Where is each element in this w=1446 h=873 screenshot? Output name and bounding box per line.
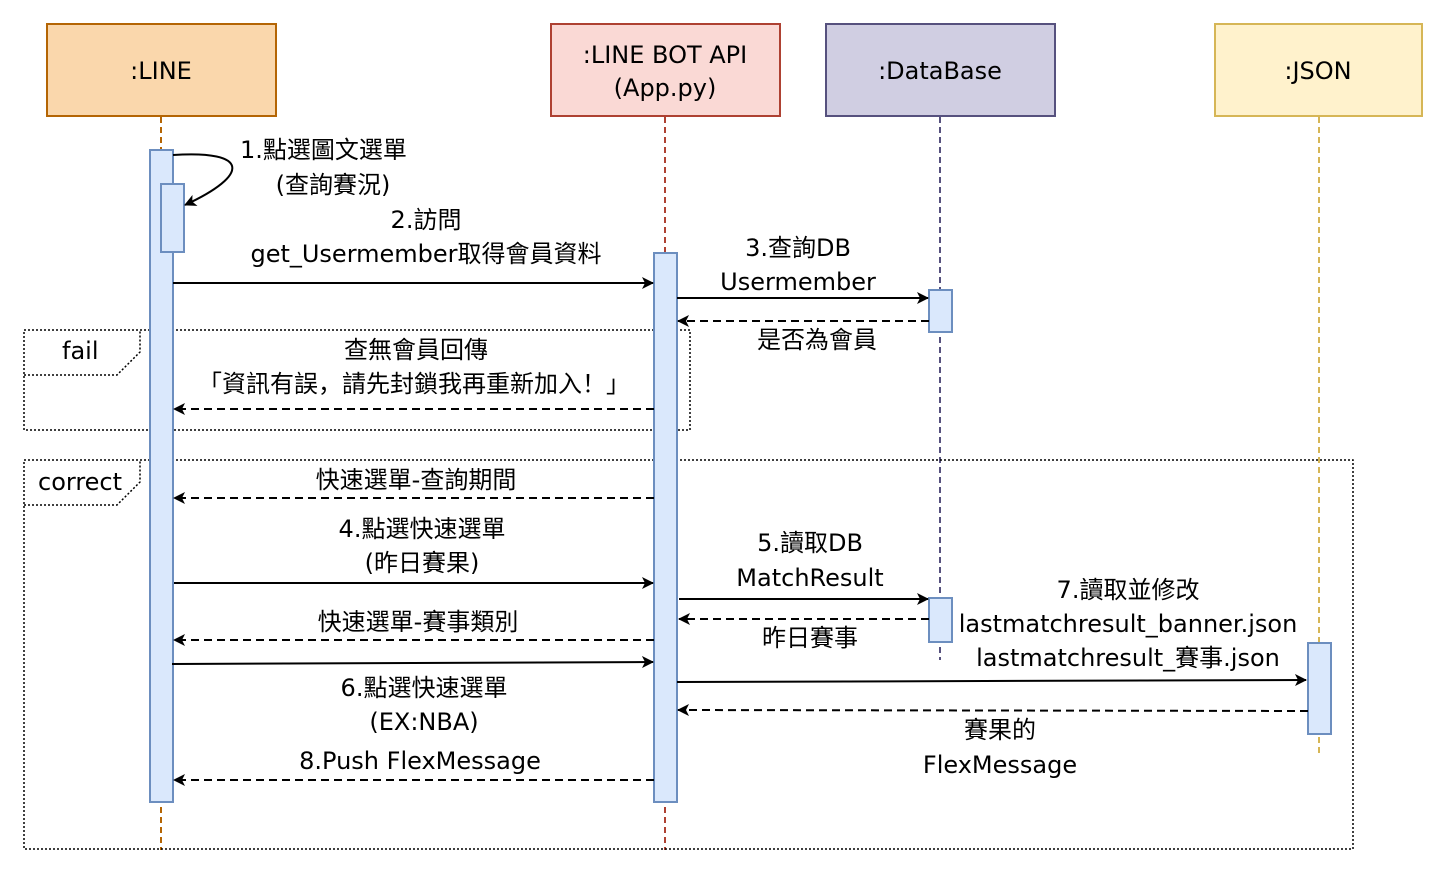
fragment-correct: correct — [23, 459, 1354, 850]
message-7-sublabel-1: lastmatchresult_banner.json — [959, 610, 1298, 638]
fragment-fail: fail — [23, 329, 691, 431]
message-5-sublabel: MatchResult — [736, 564, 883, 592]
message-4-label: 4.點選快速選單 — [339, 515, 506, 543]
message-3-label: 3.查詢DB — [745, 234, 851, 262]
message-3-sublabel: Usermember — [720, 268, 876, 296]
message-7-return-label: 賽果的 — [964, 716, 1036, 744]
message-8-label: 8.Push FlexMessage — [299, 747, 541, 775]
message-fail-sublabel: 「資訊有誤，請先封鎖我再重新加入！」 — [198, 370, 630, 398]
message-7-return-sublabel: FlexMessage — [923, 751, 1077, 779]
activation-api-main — [653, 252, 678, 803]
message-7-label: 7.讀取並修改 — [1057, 576, 1200, 604]
fragment-fail-label: fail — [62, 337, 99, 365]
participant-api-sublabel: (App.py) — [614, 74, 717, 102]
participant-line: :LINE — [46, 23, 277, 117]
message-7-sublabel-2: lastmatchresult_賽事.json — [976, 644, 1280, 672]
message-1-label: 1.點選圖文選單 — [240, 136, 407, 164]
message-1-sublabel: (查詢賽況) — [276, 171, 391, 199]
participant-api-label: :LINE BOT API — [583, 41, 747, 69]
participant-line-label: :LINE — [130, 57, 192, 85]
quick-reply-2-label: 快速選單-賽事類別 — [318, 608, 519, 636]
message-7-return-arrow — [677, 704, 1309, 717]
message-5-return-label: 昨日賽事 — [762, 624, 858, 652]
quick-reply-1-label: 快速選單-查詢期間 — [316, 466, 517, 494]
message-5-label: 5.讀取DB — [757, 529, 863, 557]
message-6-label: 6.點選快速選單 — [341, 674, 508, 702]
message-3-return-label: 是否為會員 — [757, 326, 877, 354]
activation-json — [1307, 642, 1332, 735]
participant-api: :LINE BOT API (App.py) — [550, 23, 781, 117]
participant-db-label: :DataBase — [878, 57, 1002, 85]
participant-json: :JSON — [1214, 23, 1423, 117]
participant-db: :DataBase — [825, 23, 1056, 117]
message-2-label: 2.訪問 — [391, 206, 462, 234]
activation-db-2 — [928, 597, 953, 643]
activation-db-1 — [928, 289, 953, 333]
message-6-sublabel: (EX:NBA) — [369, 708, 478, 736]
fragment-correct-label: correct — [38, 468, 122, 496]
participant-json-label: :JSON — [1284, 57, 1351, 85]
activation-line-main — [149, 149, 174, 803]
message-1-arrow — [172, 153, 234, 206]
message-7-arrow — [676, 674, 1307, 687]
message-6-arrow — [171, 656, 654, 669]
activation-line-self — [160, 183, 185, 253]
message-fail-label: 查無會員回傳 — [344, 336, 488, 364]
message-2-sublabel: get_Usermember取得會員資料 — [250, 240, 601, 268]
message-4-sublabel: (昨日賽果) — [365, 549, 480, 577]
